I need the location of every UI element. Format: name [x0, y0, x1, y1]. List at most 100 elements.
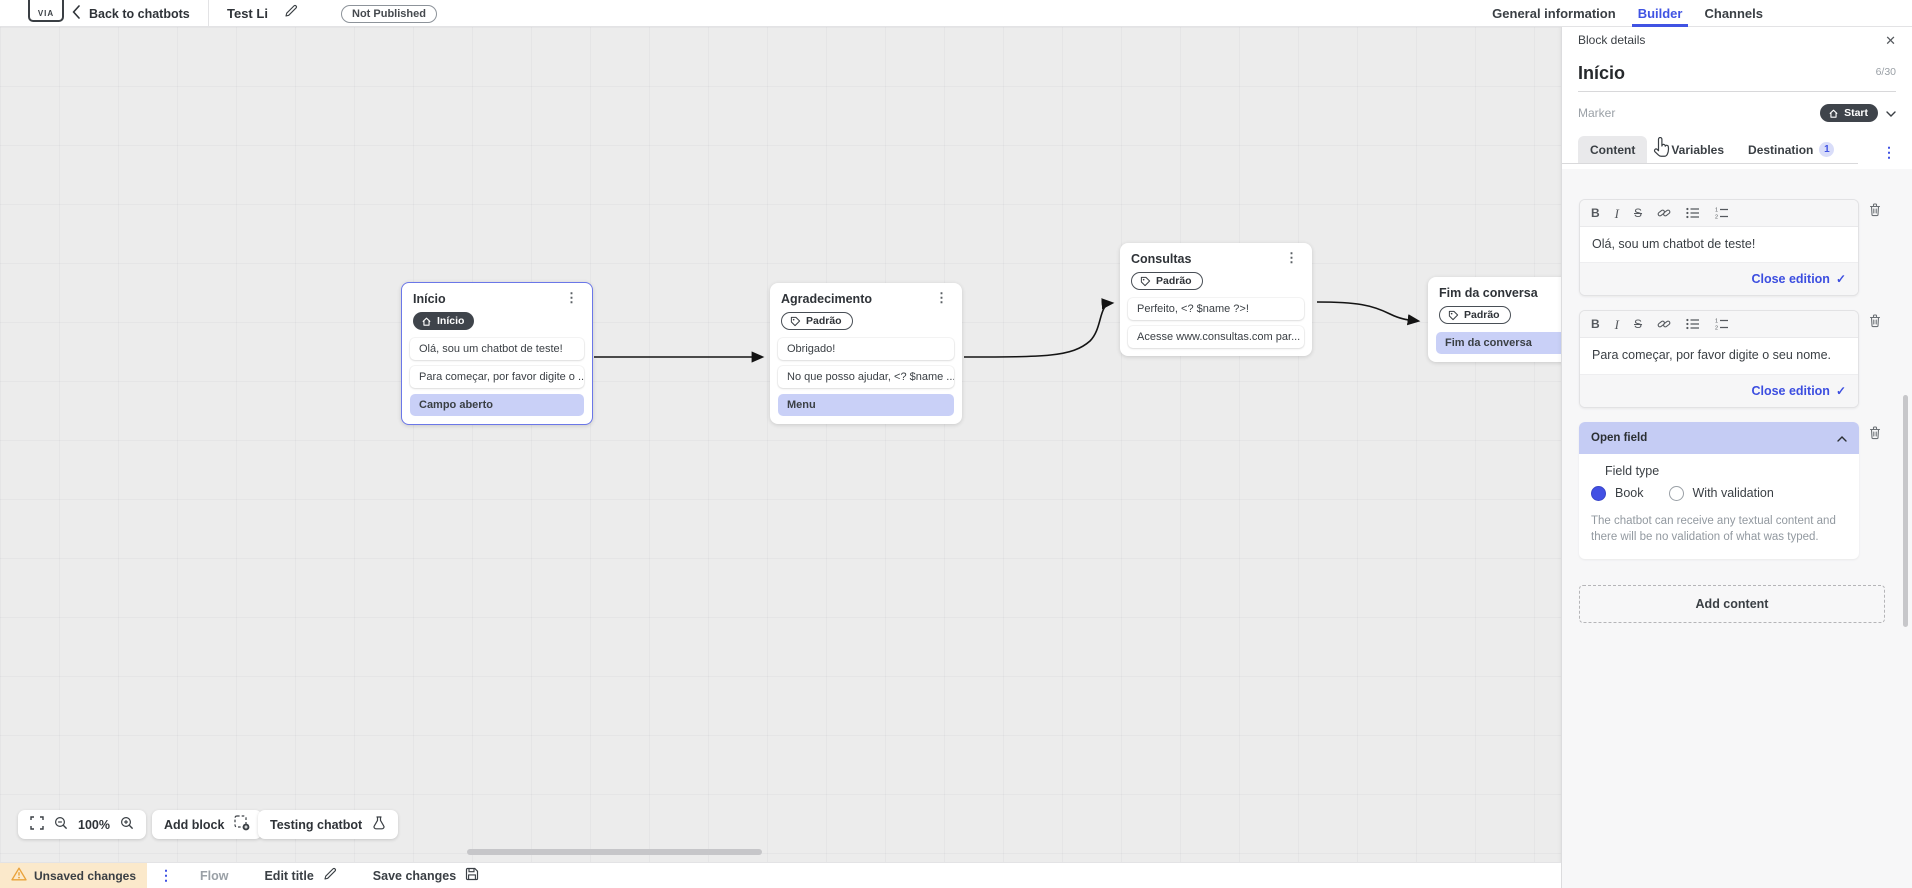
flow-connectors	[594, 298, 1421, 363]
tab-general-information[interactable]: General information	[1492, 6, 1616, 21]
home-icon	[422, 317, 431, 326]
strikethrough-icon[interactable]: S	[1634, 206, 1643, 220]
block-title-input[interactable]	[1578, 63, 1876, 84]
bold-icon[interactable]: B	[1591, 317, 1600, 332]
back-chevron-icon	[72, 5, 80, 22]
add-content-button[interactable]: Add content	[1579, 584, 1885, 623]
edit-title-button[interactable]: Edit title	[264, 867, 336, 884]
open-field-card: Open field Field type Book With validati…	[1579, 421, 1859, 559]
canvas-zoom-controls: 100%	[18, 810, 146, 839]
save-icon	[465, 867, 479, 884]
default-marker-chip: Padrão	[781, 312, 853, 330]
app-logo-icon[interactable]: VIA	[28, 0, 64, 22]
default-marker-chip: Padrão	[1439, 306, 1511, 324]
bold-icon[interactable]: B	[1591, 206, 1600, 220]
title-char-counter: 6/30	[1875, 66, 1896, 78]
radio-with-validation[interactable]	[1668, 485, 1684, 501]
italic-icon[interactable]: I	[1614, 316, 1620, 332]
link-icon[interactable]	[1657, 206, 1671, 220]
testing-chatbot-button[interactable]: Testing chatbot	[258, 810, 399, 839]
save-changes-button[interactable]: Save changes	[373, 867, 479, 884]
bullet-list-icon[interactable]	[1686, 207, 1700, 219]
unsaved-changes-indicator: Unsaved changes	[0, 863, 147, 888]
strikethrough-icon[interactable]: S	[1634, 317, 1643, 332]
radio-book[interactable]	[1591, 485, 1606, 501]
block-title: Agradecimento	[781, 292, 872, 306]
bullet-list-icon[interactable]	[1686, 318, 1700, 330]
pencil-icon	[323, 867, 337, 884]
close-edition-button[interactable]: Close edition✓	[1751, 272, 1846, 287]
block-message-item[interactable]: Acesse www.consultas.com par...	[1128, 326, 1304, 348]
edit-title-pencil-icon[interactable]	[284, 4, 298, 23]
editor-text[interactable]: Para começar, por favor digite o seu nom…	[1592, 348, 1832, 363]
zoom-in-icon[interactable]	[120, 816, 134, 833]
marker-start-chip[interactable]: Start	[1820, 104, 1878, 122]
block-action-item[interactable]: Menu	[778, 394, 954, 416]
fullscreen-icon[interactable]	[30, 816, 44, 833]
svg-text:2: 2	[1715, 215, 1718, 220]
italic-icon[interactable]: I	[1614, 205, 1620, 221]
canvas-horizontal-scrollbar[interactable]	[467, 849, 762, 855]
radio-book-label[interactable]: Book	[1615, 486, 1644, 501]
marker-label: Marker	[1578, 106, 1616, 120]
trash-icon[interactable]	[1865, 313, 1885, 333]
link-icon[interactable]	[1657, 317, 1671, 331]
radio-with-validation-label[interactable]: With validation	[1692, 486, 1774, 501]
tag-icon	[790, 316, 801, 326]
panel-more-menu-icon[interactable]: ⋮	[1882, 144, 1896, 161]
block-message-item[interactable]: Para começar, por favor digite o ...	[410, 366, 584, 388]
field-type-description: The chatbot can receive any textual cont…	[1591, 514, 1836, 543]
warning-icon	[11, 867, 27, 884]
add-block-button[interactable]: Add block	[152, 810, 263, 839]
flow-label[interactable]: Flow	[200, 868, 229, 883]
close-edition-button[interactable]: Close edition✓	[1751, 383, 1846, 398]
topbar-divider	[208, 0, 209, 27]
close-icon[interactable]: ✕	[1885, 32, 1896, 48]
zoom-out-icon[interactable]	[54, 816, 68, 833]
tab-builder[interactable]: Builder	[1631, 0, 1689, 27]
block-menu-icon[interactable]: ⋮	[935, 290, 948, 305]
flow-block-inicio[interactable]: Início ⋮ Início Olá, sou um chatbot de t…	[401, 282, 593, 425]
block-message-item[interactable]: Perfeito, <? $name ?>!	[1128, 298, 1304, 320]
block-message-item[interactable]: Olá, sou um chatbot de teste!	[410, 338, 584, 360]
tab-channels[interactable]: Channels	[1704, 6, 1763, 21]
open-field-header[interactable]: Open field	[1579, 421, 1859, 454]
start-marker-chip: Início	[413, 312, 475, 330]
bottom-more-menu-icon[interactable]: ⋮	[159, 866, 173, 883]
check-icon: ✓	[1835, 383, 1846, 398]
svg-text:1: 1	[1715, 208, 1718, 214]
block-message-item[interactable]: No que posso ajudar, <? $name ...	[778, 366, 954, 388]
tab-variables[interactable]: Variables	[1671, 143, 1725, 157]
block-message-item[interactable]: Obrigado!	[778, 338, 954, 360]
flow-canvas[interactable]: Início ⋮ Início Olá, sou um chatbot de t…	[0, 27, 1561, 862]
block-action-item[interactable]: Campo aberto	[410, 394, 584, 416]
back-to-chatbots-button[interactable]: Back to chatbots	[72, 0, 190, 27]
trash-icon[interactable]	[1865, 202, 1885, 222]
open-field-title: Open field	[1591, 431, 1648, 444]
panel-vertical-scrollbar[interactable]	[1903, 395, 1908, 627]
add-block-icon	[234, 815, 250, 834]
tab-destination[interactable]: Destination 1	[1748, 135, 1835, 164]
check-icon: ✓	[1835, 272, 1846, 287]
block-menu-icon[interactable]: ⋮	[1285, 250, 1298, 265]
svg-text:1: 1	[1715, 319, 1718, 325]
flow-block-agradecimento[interactable]: Agradecimento ⋮ Padrão Obrigado! No que …	[770, 283, 962, 424]
flow-block-consultas[interactable]: Consultas ⋮ Padrão Perfeito, <? $name ?>…	[1120, 243, 1312, 356]
panel-tabs: Content Variables Destination 1 ⋮	[1562, 134, 1912, 164]
flask-icon	[372, 816, 386, 833]
testing-chatbot-label: Testing chatbot	[270, 817, 363, 832]
add-block-label: Add block	[164, 817, 225, 832]
tab-content[interactable]: Content	[1578, 136, 1648, 164]
block-menu-icon[interactable]: ⋮	[565, 290, 578, 305]
editor-text[interactable]: Olá, sou um chatbot de teste!	[1592, 237, 1756, 251]
chevron-down-icon[interactable]	[1886, 104, 1896, 122]
chatbot-title-input[interactable]	[227, 6, 271, 21]
flow-block-fim-da-conversa[interactable]: Fim da conversa Padrão Fim da conversa	[1428, 277, 1561, 362]
block-action-item[interactable]: Fim da conversa	[1436, 332, 1561, 354]
tag-icon	[1140, 276, 1151, 286]
trash-icon[interactable]	[1865, 425, 1885, 445]
